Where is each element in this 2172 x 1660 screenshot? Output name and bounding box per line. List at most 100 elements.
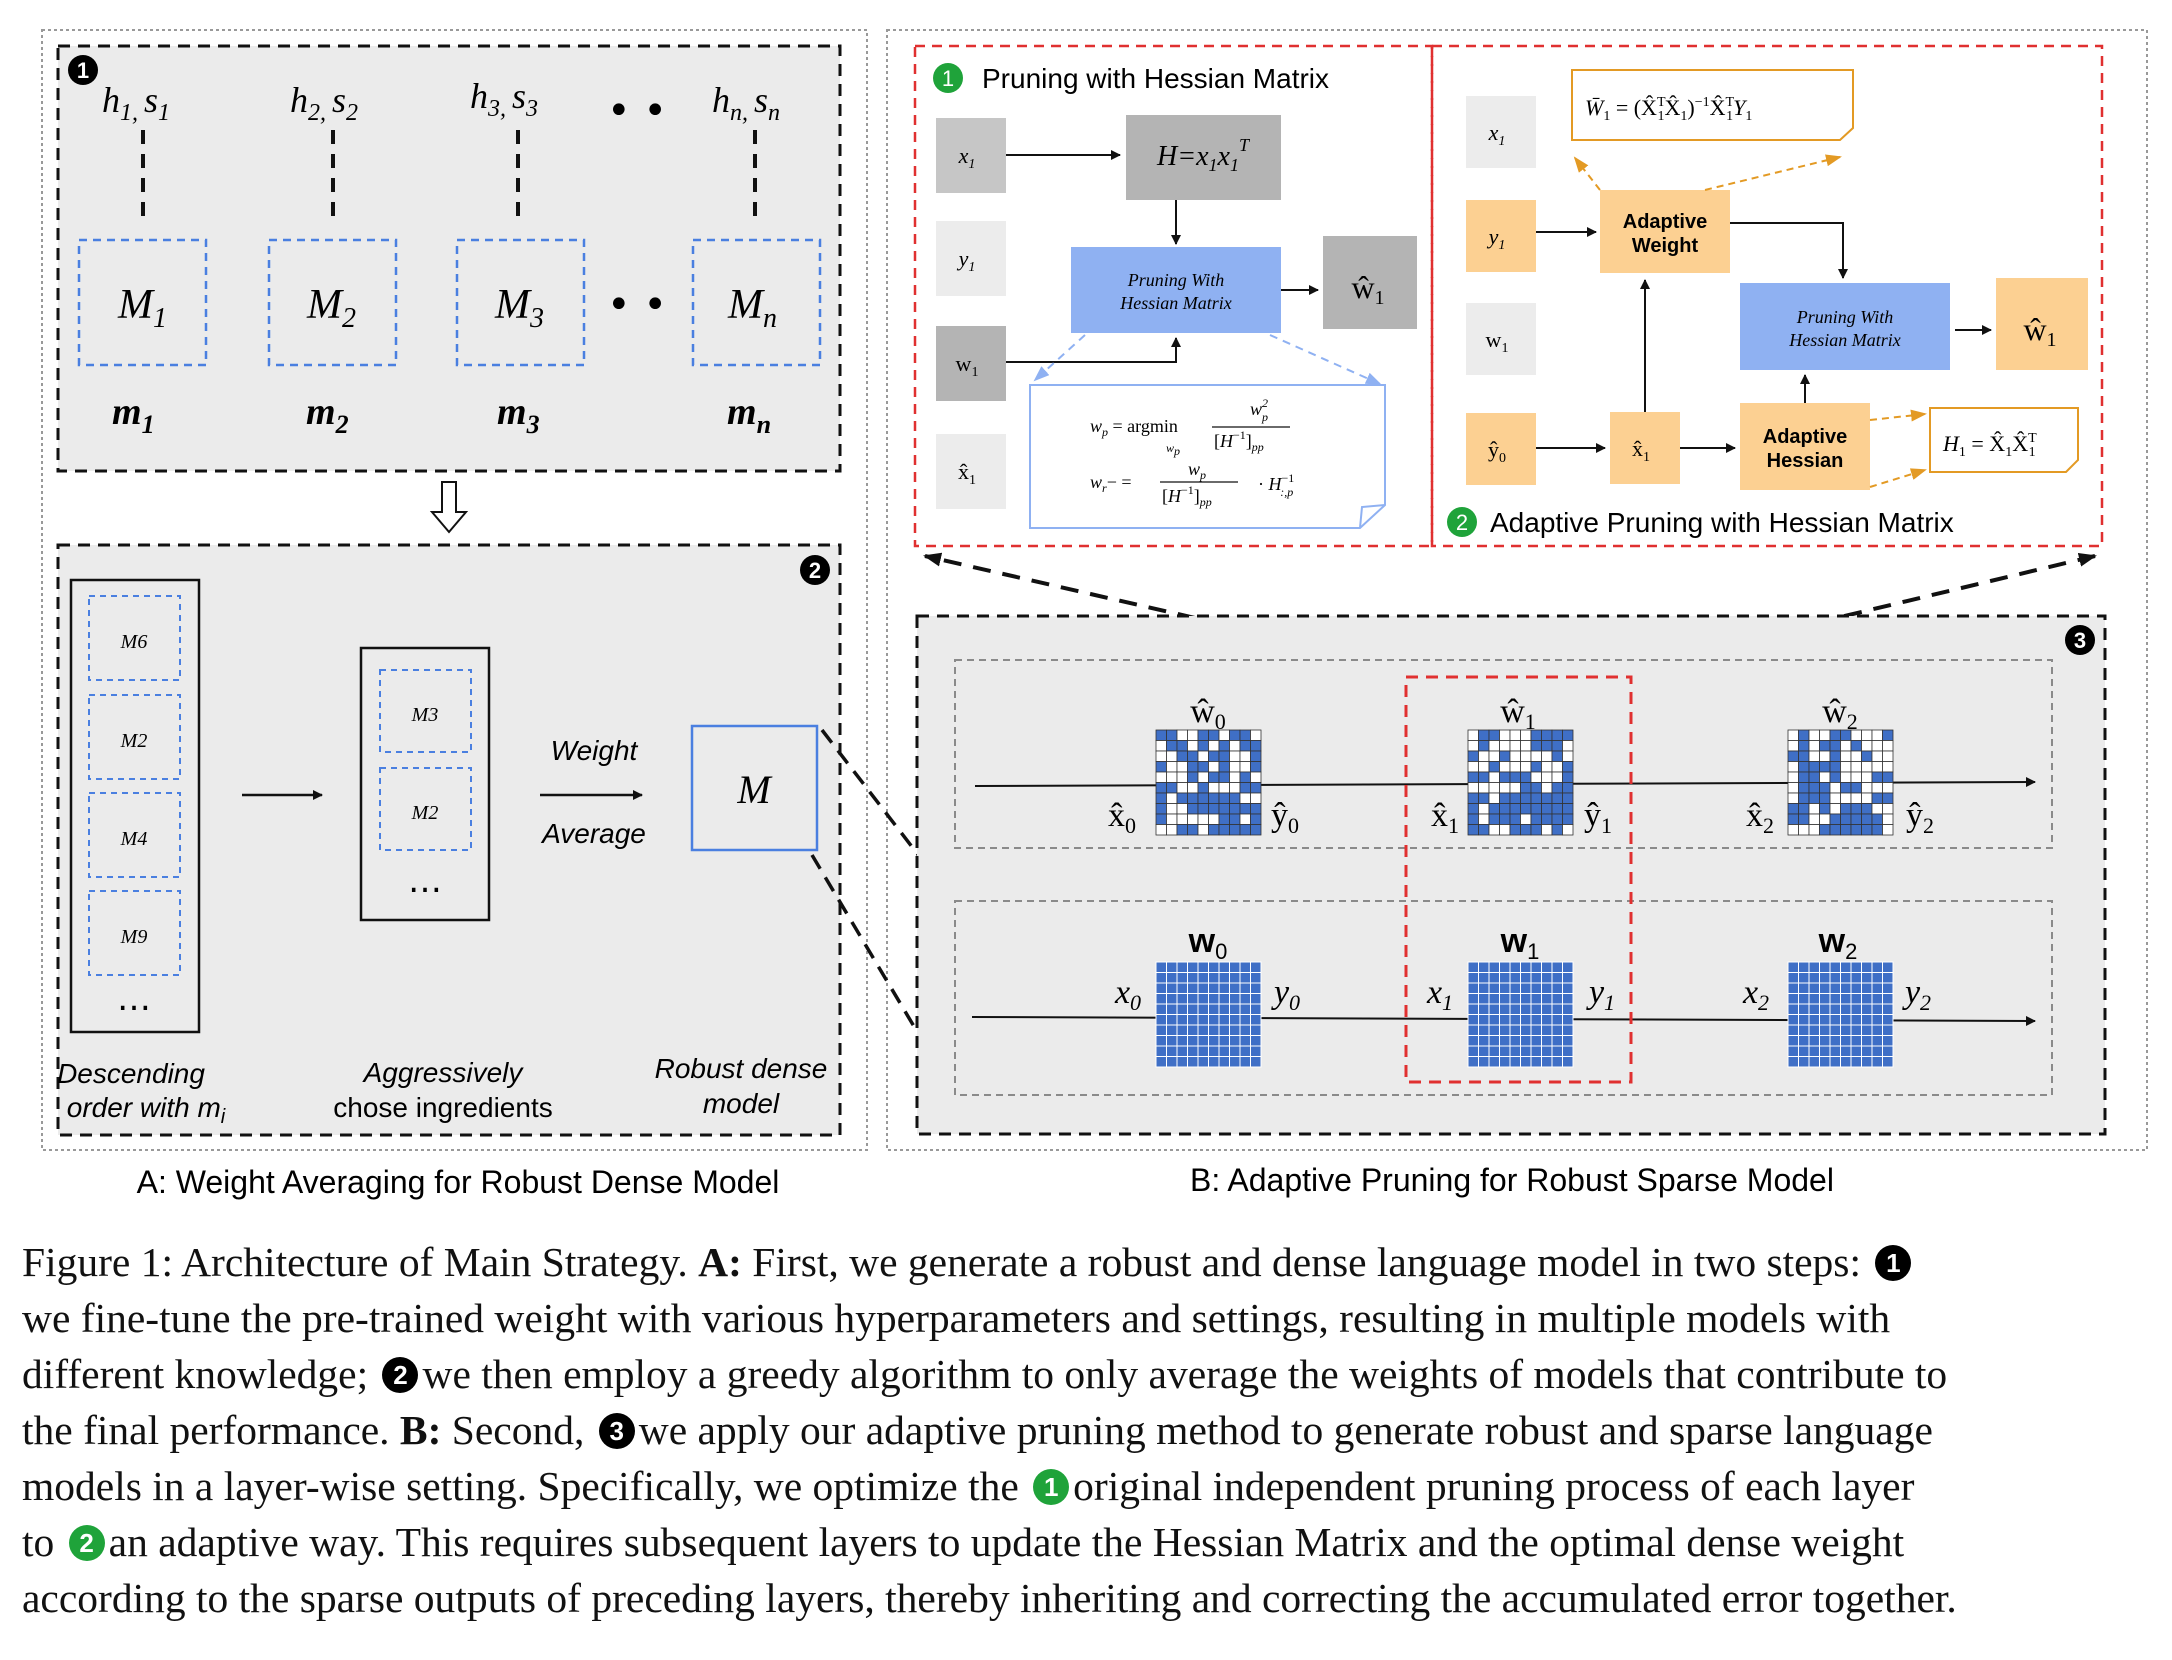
matrix-cell (1478, 740, 1490, 752)
sub2-y0hat-label: ŷ0 (1488, 437, 1506, 466)
matrix-cell (1218, 761, 1230, 773)
dense-w0-label: w0 (1188, 922, 1228, 964)
sparse-x2-label: x̂2 (1746, 797, 1774, 838)
sparse-y2-label: ŷ2 (1906, 797, 1934, 838)
matrix-cell (1861, 792, 1873, 804)
matrix-cell (1530, 993, 1542, 1005)
matrix-cell (1861, 803, 1873, 815)
matrix-cell (1166, 729, 1178, 741)
matrix-cell (1882, 1014, 1894, 1026)
matrix-cell (1562, 729, 1574, 741)
robust-caption-line2: model (703, 1088, 780, 1119)
matrix-cell (1819, 824, 1831, 836)
matrix-cell (1840, 1045, 1852, 1057)
matrix-cell (1488, 1024, 1500, 1036)
matrix-cell (1499, 761, 1511, 773)
what1-label-sub2: ŵ1 (2023, 311, 2056, 351)
sparse-matrix-w1 (1467, 729, 1574, 836)
matrix-cell (1229, 792, 1241, 804)
matrix-cell (1478, 993, 1490, 1005)
matrix-cell (1239, 1014, 1251, 1026)
matrix-cell (1541, 1014, 1553, 1026)
metric-label-n: mn (727, 391, 771, 439)
dense-row-frame (954, 900, 2053, 1096)
matrix-cell (1176, 740, 1188, 752)
formula-wp-sub: wp (1166, 441, 1180, 458)
matrix-cell (1499, 782, 1511, 794)
matrix-cell (1166, 771, 1178, 783)
matrix-cell (1808, 972, 1820, 984)
caption-badge-green-2: 2 (68, 1525, 105, 1561)
matrix-cell (1808, 750, 1820, 762)
matrix-cell (1187, 782, 1199, 794)
matrix-cell (1197, 961, 1209, 973)
matrix-cell (1509, 972, 1521, 984)
matrix-cell (1197, 761, 1209, 773)
matrix-cell (1218, 771, 1230, 783)
matrix-cell (1871, 771, 1883, 783)
matrix-cell (1551, 761, 1563, 773)
matrix-cell (1819, 1003, 1831, 1015)
matrix-cell (1861, 782, 1873, 794)
matrix-cell (1218, 1014, 1230, 1026)
matrix-cell (1499, 993, 1511, 1005)
badge-1-icon (68, 55, 98, 85)
matrix-cell (1499, 771, 1511, 783)
matrix-cell (1208, 750, 1220, 762)
matrix-cell (1250, 1045, 1262, 1057)
matrix-cell (1197, 771, 1209, 783)
matrix-cell (1861, 972, 1873, 984)
matrix-cell (1229, 982, 1241, 994)
matrix-cell (1187, 813, 1199, 825)
pruning-box-2 (1740, 283, 1950, 370)
dense-y1-label: y1 (1586, 974, 1615, 1015)
matrix-cell (1478, 824, 1490, 836)
matrix-cell (1250, 729, 1262, 741)
matrix-cell (1187, 729, 1199, 741)
matrix-cell (1520, 813, 1532, 825)
matrix-cell (1551, 750, 1563, 762)
matrix-cell (1239, 1056, 1251, 1068)
matrix-cell (1551, 1045, 1563, 1057)
matrix-cell (1208, 771, 1220, 783)
metric-label-3: m3 (497, 391, 540, 439)
matrix-cell (1499, 1003, 1511, 1015)
matrix-cell (1829, 972, 1841, 984)
matrix-cell (1509, 803, 1521, 815)
matrix-cell (1819, 1024, 1831, 1036)
matrix-cell (1882, 824, 1894, 836)
matrix-cell (1819, 982, 1831, 994)
matrix-cell (1787, 803, 1799, 815)
matrix-cell (1541, 1035, 1553, 1047)
matrix-cell (1798, 972, 1810, 984)
dense-y2-label: y2 (1902, 974, 1931, 1015)
caption-text: different knowledge; (22, 1351, 369, 1397)
matrix-cell (1798, 729, 1810, 741)
matrix-cell (1562, 782, 1574, 794)
matrix-cell (1861, 1035, 1873, 1047)
matrix-cell (1787, 982, 1799, 994)
matrix-cell (1499, 1056, 1511, 1068)
matrix-cell (1871, 782, 1883, 794)
matrix-cell (1239, 961, 1251, 973)
dense-x1-label: x1 (1426, 974, 1453, 1015)
matrix-cell (1829, 993, 1841, 1005)
matrix-cell (1187, 1003, 1199, 1015)
matrix-cell (1530, 782, 1542, 794)
matrix-cell (1229, 972, 1241, 984)
sparse-y1-label: ŷ1 (1584, 797, 1612, 838)
matrix-cell (1197, 729, 1209, 741)
sub2-x1hat-box (1610, 412, 1680, 484)
dense-x2-label: x2 (1742, 974, 1769, 1015)
matrix-cell (1509, 740, 1521, 752)
link-arrow-to-dense-bottom (810, 854, 955, 1094)
matrix-cell (1551, 961, 1563, 973)
matrix-cell (1530, 1024, 1542, 1036)
matrix-cell (1509, 1045, 1521, 1057)
matrix-cell (1819, 803, 1831, 815)
matrix-cell (1176, 961, 1188, 973)
matrix-cell (1478, 1056, 1490, 1068)
matrix-cell (1467, 1014, 1479, 1026)
final-model-label: M (736, 767, 773, 812)
